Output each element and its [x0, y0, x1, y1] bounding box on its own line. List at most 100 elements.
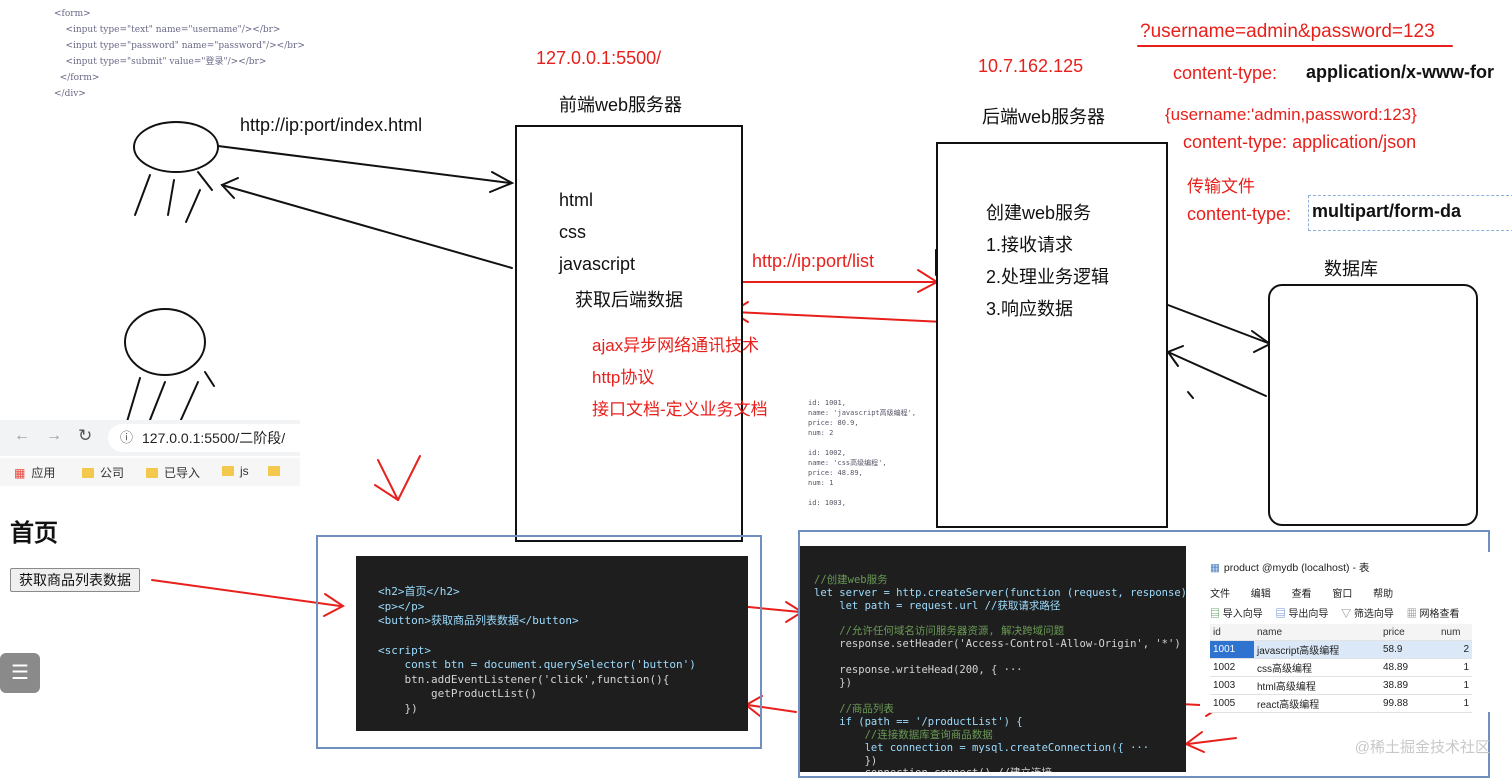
code-line: [814, 651, 1186, 664]
menu-icon[interactable]: ☰: [0, 653, 40, 693]
folder-icon: [268, 466, 280, 476]
note-ajax: ajax异步网络通讯技术: [592, 336, 760, 355]
code-line: }): [814, 754, 878, 767]
code-line: [378, 629, 748, 644]
table-cell[interactable]: 1002: [1210, 658, 1254, 677]
menu-window[interactable]: 窗口: [1332, 589, 1353, 600]
address-bar[interactable]: ⓘ 127.0.0.1:5500/二阶段/: [108, 424, 300, 452]
backend-title: 后端web服务器: [982, 107, 1106, 127]
table-cell[interactable]: 38.89: [1380, 676, 1438, 695]
folder-icon: [82, 468, 94, 478]
table-cell[interactable]: 1: [1438, 658, 1472, 677]
table-cell[interactable]: javascript高级编程: [1254, 640, 1380, 659]
code-line: //创建web服务: [814, 573, 888, 586]
col-price[interactable]: price: [1380, 624, 1438, 641]
frontend-code-frame: [316, 535, 762, 749]
import-wizard-button[interactable]: ▤ 导入向导: [1210, 609, 1263, 620]
bookmark-more[interactable]: [268, 464, 286, 478]
code-line: let server = http.createServer(function …: [814, 586, 1186, 599]
code-line: [378, 717, 748, 731]
bookmark-js[interactable]: js: [222, 464, 249, 478]
code-line: }): [814, 677, 852, 690]
note-http: http协议: [592, 368, 655, 387]
frontend-code-editor: <h2>首页</h2><p></p><button>获取商品列表数据</butt…: [356, 556, 748, 731]
table-cell[interactable]: react高级编程: [1254, 694, 1380, 713]
frontend-code-lines: <h2>首页</h2><p></p><button>获取商品列表数据</butt…: [378, 585, 748, 731]
page-heading: 首页: [10, 520, 58, 547]
note-upload: 传输文件: [1187, 177, 1255, 196]
code-line: let connection = mysql.createConnection(…: [814, 741, 1150, 754]
folder-icon: [146, 468, 158, 478]
table-cell[interactable]: 2: [1438, 640, 1472, 659]
back-icon[interactable]: ←: [14, 427, 30, 444]
backend-list-url: http://ip:port/list: [752, 251, 875, 271]
table-cell[interactable]: 1: [1438, 694, 1472, 713]
note-ct-form-label: content-type:: [1173, 63, 1278, 83]
reload-icon[interactable]: ↻: [78, 426, 93, 445]
code-line: response.setHeader('Access-Control-Allow…: [814, 638, 1181, 651]
export-wizard-button[interactable]: ▤ 导出向导: [1275, 609, 1329, 620]
table-cell[interactable]: 1005: [1210, 694, 1254, 713]
forward-icon[interactable]: →: [46, 427, 62, 444]
table-cell[interactable]: 99.88: [1380, 694, 1438, 713]
db-toolbar: ▤ 导入向导 ▤ 导出向导 ▽ 筛选向导 ▦ 网格查看: [1210, 605, 1459, 620]
table-cell[interactable]: css高级编程: [1254, 658, 1380, 677]
code-line: const btn = document.querySelector('butt…: [378, 658, 696, 672]
note-ct-multi-label: content-type:: [1187, 204, 1292, 224]
code-line: [814, 613, 1186, 626]
note-ct-json: content-type: application/json: [1183, 132, 1417, 152]
menu-edit[interactable]: 编辑: [1250, 589, 1271, 600]
code-line: <button>获取商品列表数据</button>: [378, 614, 579, 628]
database-label: 数据库: [1324, 259, 1378, 279]
watermark: @稀土掘金技术社区: [1354, 739, 1490, 756]
backend-item-respond: 3.响应数据: [986, 299, 1074, 319]
table-cell[interactable]: 1: [1438, 676, 1472, 695]
form-html-snippet: <form> <input type="text" name="username…: [54, 9, 305, 99]
menu-view[interactable]: 查看: [1291, 589, 1312, 600]
code-line: //允许任何域名访问服务器资源, 解决跨域问题: [814, 625, 1065, 638]
col-name[interactable]: name: [1254, 624, 1380, 641]
table-cell[interactable]: 48.89: [1380, 658, 1438, 677]
table-cell[interactable]: 1001: [1210, 640, 1254, 659]
note-ct-form-value: application/x-www-for: [1306, 62, 1495, 82]
grid-view-button[interactable]: ▦ 网格查看: [1406, 609, 1460, 620]
frontend-server-box: html css javascript 获取后端数据: [515, 125, 743, 542]
note-api-doc: 接口文档-定义业务文档: [592, 400, 768, 419]
backend-item-process: 2.处理业务逻辑: [986, 267, 1110, 287]
code-line: [814, 690, 1186, 703]
browser-navbar: ← → ↻ ⓘ 127.0.0.1:5500/二阶段/: [0, 420, 300, 456]
table-cell[interactable]: 1003: [1210, 676, 1254, 695]
filter-icon: ▽: [1341, 609, 1352, 620]
json-data-snippet: id: 1001, name: 'javascript高级编程', price:…: [808, 399, 917, 507]
table-cell[interactable]: html高级编程: [1254, 676, 1380, 695]
frontend-ip: 127.0.0.1:5500/: [536, 48, 662, 68]
bookmarks-bar: ▦应用 公司 已导入 js: [0, 458, 300, 486]
menu-help[interactable]: 帮助: [1373, 589, 1394, 600]
backend-ip: 10.7.162.125: [978, 56, 1084, 76]
frontend-item-css: css: [559, 222, 586, 242]
bookmark-apps[interactable]: ▦应用: [14, 466, 56, 480]
bookmark-company[interactable]: 公司: [82, 464, 124, 481]
bookmark-imported[interactable]: 已导入: [146, 464, 200, 481]
fetch-product-list-button[interactable]: 获取商品列表数据: [10, 568, 140, 592]
frontend-item-javascript: javascript: [559, 254, 636, 274]
code-line: response.writeHead(200, { ···: [814, 664, 1023, 677]
code-line: //连接数据库查询商品数据: [814, 728, 993, 741]
address-text: 127.0.0.1:5500/二阶段/: [142, 430, 286, 446]
col-num[interactable]: num: [1438, 624, 1472, 641]
filter-wizard-button[interactable]: ▽ 筛选向导: [1341, 609, 1394, 620]
col-id[interactable]: id: [1210, 624, 1254, 641]
code-line: }): [378, 701, 418, 715]
backend-server-box: 创建web服务 1.接收请求 2.处理业务逻辑 3.响应数据: [936, 142, 1168, 528]
code-line: let path = request.url //获取请求路径: [814, 599, 1061, 612]
menu-file[interactable]: 文件: [1210, 589, 1230, 600]
info-icon: ⓘ: [120, 430, 134, 445]
table-cell[interactable]: 58.9: [1380, 640, 1438, 659]
